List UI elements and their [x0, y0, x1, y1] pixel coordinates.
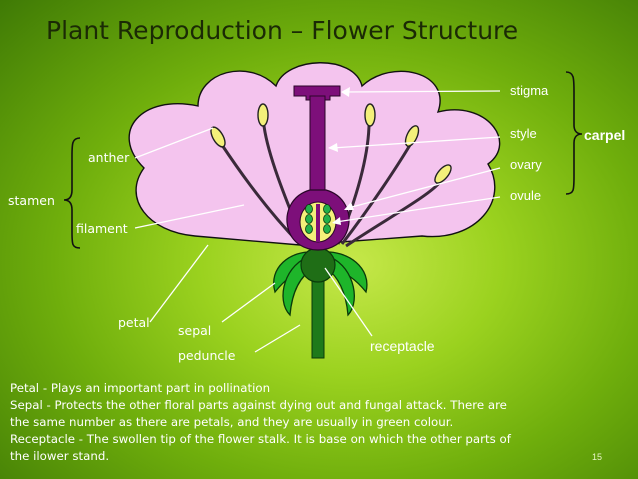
page-number: 15 — [592, 452, 603, 462]
label-ovary: ovary — [510, 157, 542, 172]
label-sepal: sepal — [178, 323, 212, 338]
style-shape — [309, 95, 326, 197]
receptacle-shape — [300, 247, 336, 283]
label-ovule: ovule — [510, 188, 542, 203]
label-filament: filament — [76, 221, 128, 236]
description-text: Petal - Plays an important part in polli… — [10, 380, 590, 465]
description-line: Sepal - Protects the other floral parts … — [10, 398, 507, 412]
label-receptacle: receptacle — [370, 338, 435, 354]
label-style: style — [510, 126, 537, 141]
anthers — [210, 103, 452, 184]
label-petal: petal — [118, 315, 150, 330]
label-anther: anther — [88, 150, 130, 165]
ovules — [305, 204, 331, 234]
description-line: the ilower stand. — [10, 449, 110, 463]
description-line: the same number as there are petals, and… — [10, 415, 454, 429]
label-peduncle: peduncle — [178, 348, 236, 363]
label-stigma: stigma — [510, 83, 549, 98]
description-line: Receptacle - The swollen tip of the flow… — [10, 432, 511, 446]
label-stamen: stamen — [8, 193, 55, 208]
braces — [63, 71, 583, 249]
slide-title: Plant Reproduction – Flower Structure — [46, 16, 519, 45]
arrowheads — [328, 87, 354, 225]
description-line: Petal - Plays an important part in polli… — [10, 381, 271, 395]
label-carpel: carpel — [584, 127, 626, 143]
pointer-lines — [134, 90, 501, 353]
stigma-shape — [293, 85, 341, 101]
